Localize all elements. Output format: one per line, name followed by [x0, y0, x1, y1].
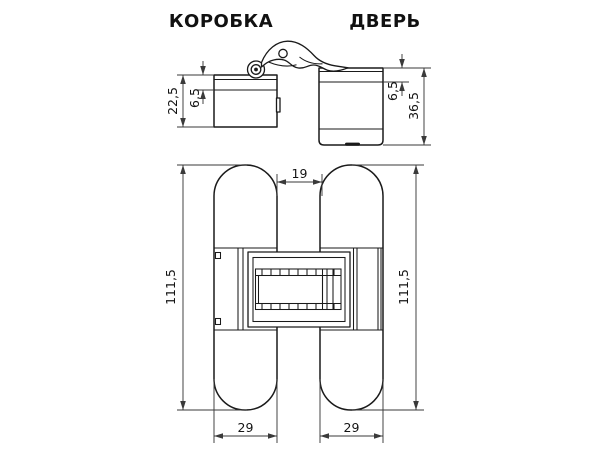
pivot-pin-center — [254, 67, 258, 72]
dim-frame-total-depth: 22,5 — [165, 87, 180, 115]
mechanism-frame — [252, 256, 346, 323]
front-view: 19 111,5 111,5 29 — [163, 164, 424, 443]
view-labels: КОРОБКА ДВЕРЬ — [169, 11, 420, 32]
dim-door-flange-offset: 6,5 — [385, 81, 400, 101]
door-block-bottom-pad — [345, 142, 360, 146]
hinge-linkage-arm — [246, 40, 349, 79]
center-mechanism — [214, 247, 383, 331]
gap-dimension: 19 — [276, 166, 323, 196]
left-width-dimension: 29 — [213, 379, 278, 443]
arm-body — [260, 40, 349, 72]
mechanism-housing — [247, 251, 351, 328]
arm-screw-hole — [278, 48, 288, 59]
right-width-dimension: 29 — [319, 379, 384, 443]
mount-clip-top — [214, 251, 222, 260]
frame-flange-dimension: 6,5 — [187, 61, 214, 108]
top-section-view: 22,5 6,5 6,5 36,5 — [165, 40, 431, 146]
frame-label: КОРОБКА — [169, 11, 273, 32]
frame-depth-dimension: 22,5 — [165, 74, 214, 128]
door-block — [318, 67, 384, 146]
dim-right-body-height: 111,5 — [396, 269, 411, 305]
arm-contour-line — [299, 56, 323, 65]
door-label: ДВЕРЬ — [349, 11, 420, 32]
dim-left-body-width: 29 — [238, 420, 254, 435]
frame-block-latch-notch — [275, 97, 281, 113]
dim-door-total-depth: 36,5 — [406, 92, 421, 120]
door-depth-dimension: 36,5 — [383, 68, 431, 146]
arm-contour-line — [268, 61, 297, 67]
left-height-dimension: 111,5 — [163, 164, 247, 411]
dim-right-body-width: 29 — [344, 420, 360, 435]
mount-clip-bottom — [214, 317, 222, 326]
frame-block — [213, 74, 281, 128]
dim-center-gap: 19 — [292, 166, 308, 181]
right-height-dimension: 111,5 — [352, 164, 424, 411]
dim-frame-flange-offset: 6,5 — [187, 88, 202, 108]
door-flange-dimension: 6,5 — [383, 54, 431, 101]
dim-left-body-height: 111,5 — [163, 269, 178, 305]
